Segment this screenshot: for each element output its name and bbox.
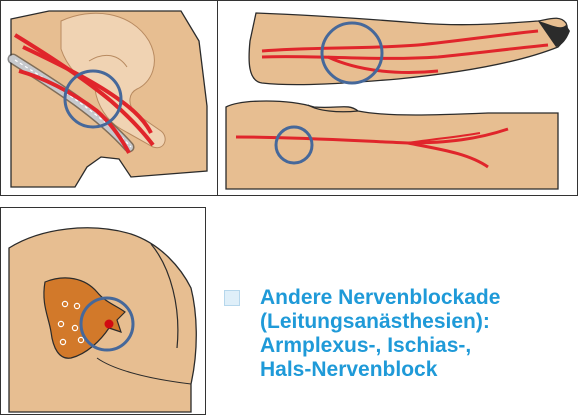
leg-nerve-target-icon (218, 1, 578, 97)
bottom-illustration-frame (0, 207, 206, 415)
caption-bullet (224, 290, 240, 306)
knee-popliteal-illustration (218, 97, 578, 196)
caption-text: Andere Nervenblockade (Leitungsanästhesi… (260, 286, 578, 382)
caption-block: Andere Nervenblockade (Leitungsanästhesi… (214, 287, 578, 407)
top-illustration-frame (0, 0, 578, 196)
leg-sciatic-illustration (218, 1, 578, 97)
knee-nerve-target-icon (218, 97, 578, 196)
shoulder-axilla-illustration (1, 1, 217, 196)
sacral-block-illustration (1, 208, 205, 414)
sacrum-nerve-target-icon (1, 208, 205, 414)
shoulder-nerve-target-icon (1, 1, 217, 196)
